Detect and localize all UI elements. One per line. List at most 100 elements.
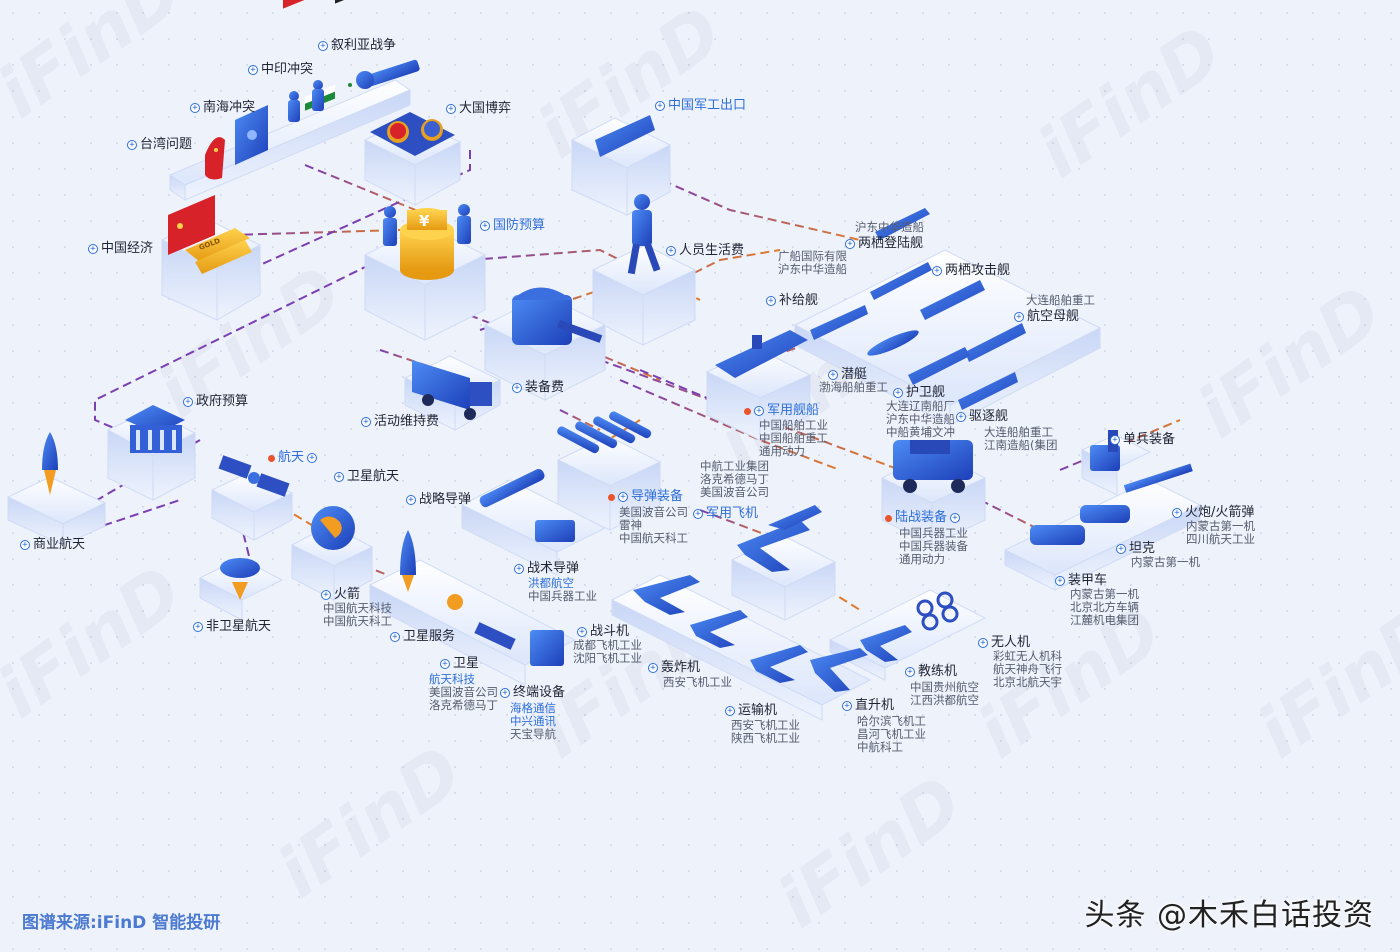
expand-icon[interactable]: + (1110, 435, 1120, 445)
node-strategic-missile[interactable]: +战略导弹 (406, 492, 471, 508)
node-bomber[interactable]: +轰炸机 (648, 660, 700, 676)
company-name: 大连船舶重工 (984, 425, 1053, 439)
expand-icon[interactable]: + (725, 706, 735, 716)
node-great-powers[interactable]: +大国博弈 (446, 101, 511, 117)
expand-icon[interactable]: + (318, 41, 328, 51)
expand-icon[interactable]: + (905, 667, 915, 677)
node-artillery-rockets[interactable]: +火炮/火箭弹 (1172, 505, 1254, 521)
expand-icon[interactable]: + (334, 472, 344, 482)
expand-icon[interactable]: + (183, 397, 193, 407)
expand-icon[interactable]: + (893, 388, 903, 398)
expand-icon[interactable]: + (950, 513, 961, 523)
company-name: 江西洪都航空 (910, 693, 979, 707)
expand-icon[interactable]: + (321, 590, 331, 600)
node-taiwan-issue[interactable]: +台湾问题 (127, 137, 192, 153)
node-equipment-costs[interactable]: +装备费 (512, 380, 564, 396)
expand-icon[interactable]: + (512, 383, 522, 393)
expand-icon[interactable]: + (618, 492, 628, 502)
node-uav[interactable]: +无人机 (978, 635, 1030, 651)
node-transport[interactable]: +运输机 (725, 703, 777, 719)
node-supply-ship[interactable]: +补给舰 (766, 293, 818, 309)
node-infantry-equipment[interactable]: +单兵装备 (1110, 432, 1175, 448)
highlight-dot-icon (268, 454, 275, 462)
expand-icon[interactable]: + (307, 453, 318, 463)
expand-icon[interactable]: + (842, 701, 852, 711)
expand-icon[interactable]: + (1055, 576, 1065, 586)
node-south-china-sea[interactable]: +南海冲突 (190, 100, 255, 116)
expand-icon[interactable]: + (390, 632, 400, 642)
company-name: 江麓机电集团 (1070, 613, 1139, 627)
expand-icon[interactable]: + (193, 622, 203, 632)
expand-icon[interactable]: + (577, 627, 587, 637)
expand-icon[interactable]: + (693, 509, 703, 519)
companies-terminal: 海格通信中兴通讯天宝导航 (510, 702, 556, 741)
expand-icon[interactable]: + (440, 659, 450, 669)
node-sino-india-conflict[interactable]: +中印冲突 (248, 62, 313, 78)
node-tank[interactable]: +坦克 (1116, 541, 1155, 557)
expand-icon[interactable]: + (932, 266, 942, 276)
node-helicopter[interactable]: +直升机 (842, 698, 894, 714)
expand-icon[interactable]: + (754, 406, 764, 416)
expand-icon[interactable]: + (648, 663, 658, 673)
node-label: 两栖登陆舰 (858, 236, 924, 251)
node-aerospace[interactable]: 航天+ (268, 450, 318, 466)
node-amphibious-assault-ship[interactable]: +两栖攻击舰 (932, 263, 1010, 279)
company-name: 中国兵器工业 (528, 589, 597, 603)
node-military-aircraft[interactable]: +军用飞机 (693, 506, 758, 522)
node-satellite-services[interactable]: +卫星服务 (390, 629, 455, 645)
node-satellite[interactable]: +卫星 (440, 656, 479, 672)
node-defense-budget[interactable]: +国防预算 (480, 218, 545, 234)
node-label: 人员生活费 (679, 243, 745, 258)
node-ground-equipment[interactable]: 陆战装备+ (885, 510, 961, 526)
expand-icon[interactable]: + (190, 103, 200, 113)
node-arms-export[interactable]: +中国军工出口 (655, 98, 746, 114)
node-terminal-equipment[interactable]: +终端设备 (500, 685, 565, 701)
company-name: 中国航天科工 (323, 614, 392, 628)
expand-icon[interactable]: + (446, 104, 456, 114)
node-operations-costs[interactable]: +活动维持费 (361, 414, 439, 430)
expand-icon[interactable]: + (480, 221, 490, 231)
node-rocket[interactable]: +火箭 (321, 587, 360, 603)
node-fighter[interactable]: +战斗机 (577, 624, 629, 640)
node-submarine[interactable]: +潜艇 (828, 367, 867, 383)
expand-icon[interactable]: + (127, 140, 137, 150)
node-satellite-space[interactable]: +卫星航天 (334, 469, 399, 485)
expand-icon[interactable]: + (845, 239, 855, 249)
node-frigate[interactable]: +护卫舰 (893, 385, 945, 401)
node-armored-vehicle[interactable]: +装甲车 (1055, 573, 1107, 589)
node-label: 非卫星航天 (206, 619, 272, 634)
expand-icon[interactable]: + (20, 540, 30, 550)
node-label: 坦克 (1129, 541, 1156, 556)
expand-icon[interactable]: + (666, 246, 676, 256)
expand-icon[interactable]: + (1014, 312, 1024, 322)
node-personnel-costs[interactable]: +人员生活费 (666, 243, 744, 259)
expand-icon[interactable]: + (406, 495, 416, 505)
expand-icon[interactable]: + (1172, 508, 1182, 518)
node-destroyer[interactable]: +驱逐舰 (956, 409, 1008, 425)
node-label: 卫星服务 (403, 629, 456, 644)
node-government-budget[interactable]: +政府预算 (183, 394, 248, 410)
expand-icon[interactable]: + (88, 244, 98, 254)
node-trainer[interactable]: +教练机 (905, 664, 957, 680)
node-missile-equipment[interactable]: +导弹装备 (608, 489, 683, 505)
node-syria-war[interactable]: +叙利亚战争 (318, 38, 396, 54)
node-commercial-space[interactable]: +商业航天 (20, 537, 85, 553)
source-footer: 图谱来源:iFinD 智能投研 (22, 913, 221, 933)
node-non-satellite-space[interactable]: +非卫星航天 (193, 619, 271, 635)
expand-icon[interactable]: + (248, 65, 258, 75)
expand-icon[interactable]: + (978, 638, 988, 648)
expand-icon[interactable]: + (500, 688, 510, 698)
expand-icon[interactable]: + (956, 412, 966, 422)
node-tactical-missile[interactable]: +战术导弹 (514, 561, 579, 577)
expand-icon[interactable]: + (514, 564, 524, 574)
expand-icon[interactable]: + (828, 370, 838, 380)
expand-icon[interactable]: + (766, 296, 776, 306)
node-military-ships[interactable]: +军用舰船 (744, 403, 819, 419)
expand-icon[interactable]: + (361, 417, 371, 427)
node-china-economy[interactable]: +中国经济 (88, 241, 153, 257)
expand-icon[interactable]: + (655, 101, 665, 111)
node-amphibious-landing-ship[interactable]: +两栖登陆舰 (845, 236, 923, 252)
expand-icon[interactable]: + (1116, 544, 1126, 554)
node-aircraft-carrier[interactable]: +航空母舰 (1014, 309, 1079, 325)
